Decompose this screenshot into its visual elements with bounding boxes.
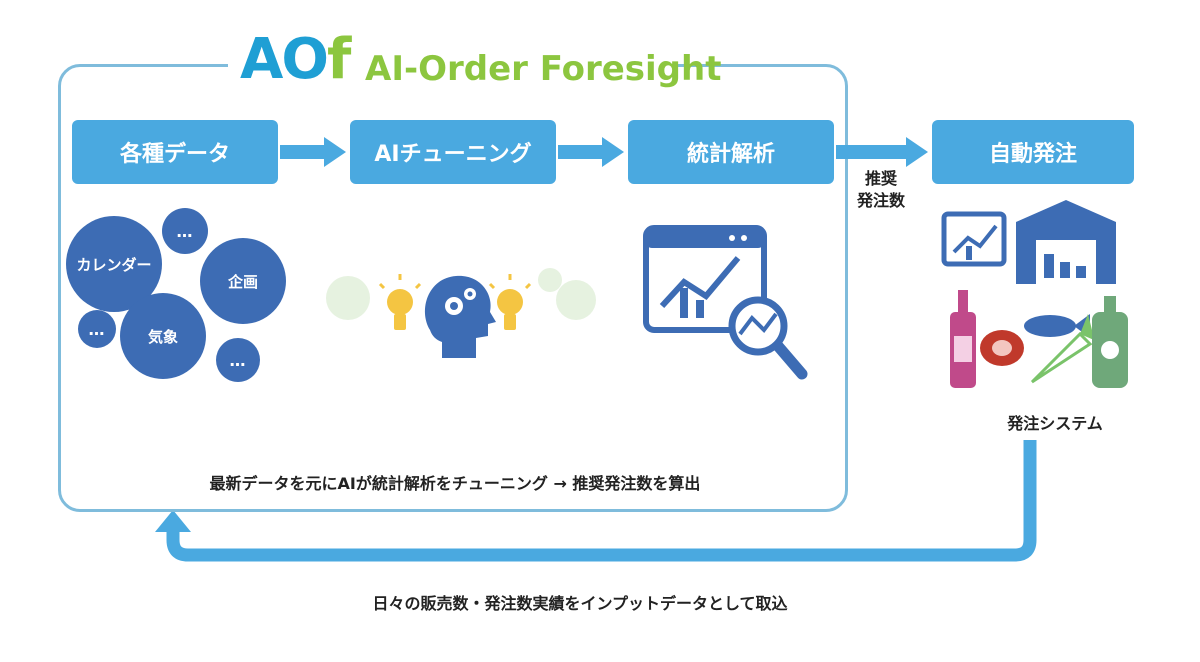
bottle-icon <box>1092 296 1128 388</box>
step-auto-order: 自動発注 <box>932 120 1134 184</box>
product-name: AI-Order Foresight <box>365 49 722 89</box>
data-circle-more-1: … <box>162 208 208 254</box>
magnifier-icon <box>728 296 808 380</box>
recommended-order-label: 推奨 発注数 <box>857 169 906 210</box>
analysis-chart-icon <box>643 225 808 380</box>
bubble-icon <box>556 280 596 320</box>
lightbulb-left-icon <box>378 274 422 330</box>
step-various-data: 各種データ <box>72 120 278 184</box>
logo-background <box>228 44 678 90</box>
lightbulb-right-icon <box>488 274 532 330</box>
data-circle-more-3: … <box>216 338 260 382</box>
data-circle-weather: 気象 <box>120 293 206 379</box>
feedback-caption: 日々の販売数・発注数実績をインプットデータとして取込 <box>372 594 788 613</box>
meat-icon <box>980 330 1024 366</box>
ai-brain-illustration <box>326 268 596 358</box>
warehouse-icon <box>1016 200 1116 284</box>
flow-arrow-2 <box>558 137 624 167</box>
step-ai-tuning: AIチューニング <box>350 120 556 184</box>
step-statistical-analysis: 統計解析 <box>628 120 834 184</box>
bubble-icon <box>326 276 370 320</box>
data-circle-plan: 企画 <box>200 238 286 324</box>
order-system-illustration <box>941 200 1128 388</box>
data-circle-more-2: … <box>78 310 116 348</box>
daikon-icon <box>1030 314 1106 384</box>
aof-logo-mark: AOf <box>240 27 351 92</box>
bubble-icon <box>538 268 562 292</box>
process-caption: 最新データを元にAIが統計解析をチューニング → 推奨発注数を算出 <box>209 474 701 493</box>
order-system-label: 発注システム <box>1007 414 1103 433</box>
flow-arrow-1 <box>280 137 346 167</box>
monitor-chart-icon <box>941 211 1007 267</box>
wine-bottle-icon <box>950 290 976 388</box>
ai-head-icon <box>425 275 496 358</box>
gear-icon <box>445 288 476 315</box>
flow-arrow-3 <box>836 137 928 167</box>
